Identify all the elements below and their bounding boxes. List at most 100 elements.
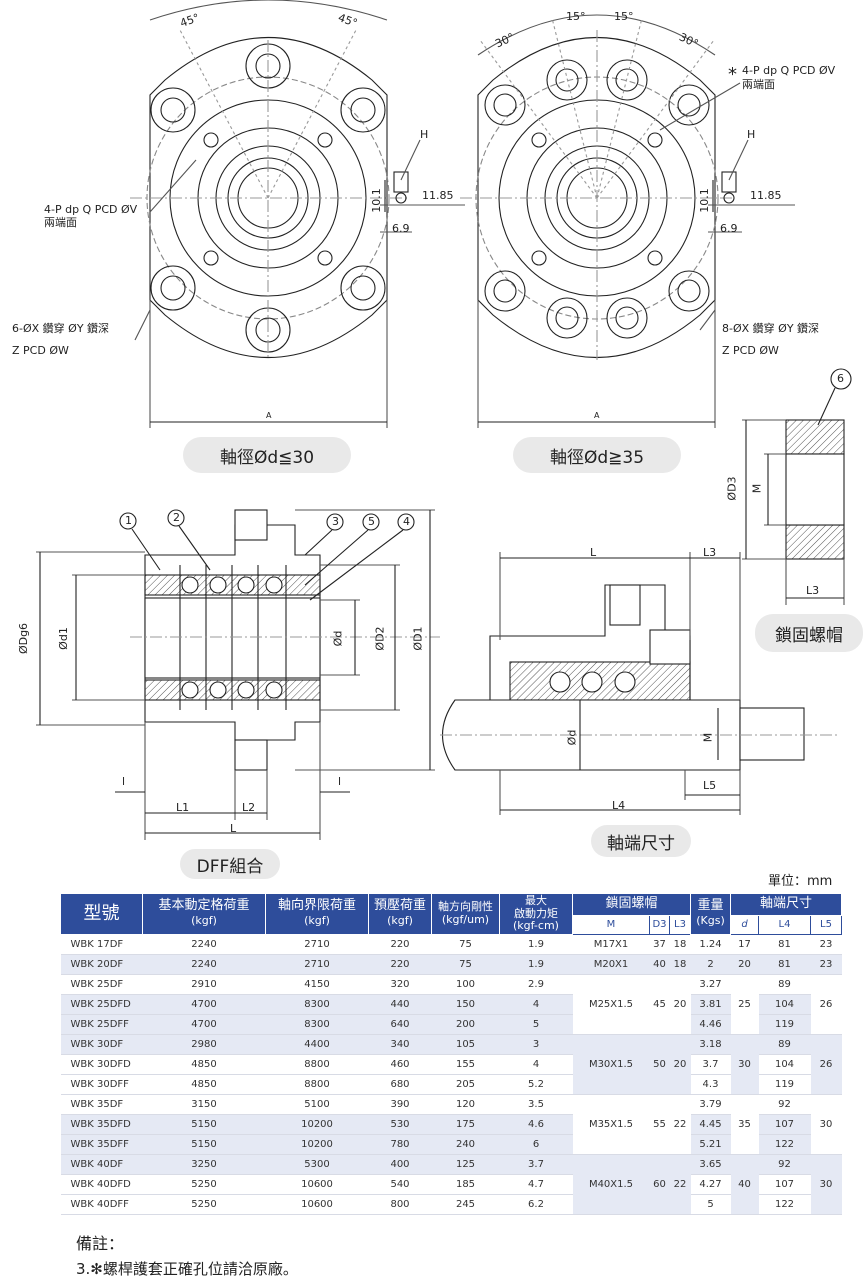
table-cell: 175 [431, 1114, 500, 1135]
callout-bolt: 6-ØX 鑽穿 ØY 鑽深 [12, 322, 110, 335]
table-cell: 18 [669, 954, 691, 975]
table-cell: 5 [690, 1194, 731, 1215]
table-cell: 122 [758, 1134, 811, 1155]
dim-6-9-r: 6.9 [720, 222, 738, 235]
table-cell: 23 [810, 954, 842, 975]
header-sub-l4: L4 [758, 915, 811, 935]
table-cell: 2980 [142, 1034, 266, 1055]
table-cell: 92 [758, 1094, 811, 1115]
table-cell: 6 [499, 1134, 573, 1155]
cell-model: WBK 35DF [60, 1094, 143, 1115]
table-cell: 400 [368, 1154, 432, 1175]
table-cell: 55 [649, 1094, 670, 1155]
table-cell: 3150 [142, 1094, 266, 1115]
table-cell: 340 [368, 1034, 432, 1055]
callout-holes-sub: 兩端面 [44, 216, 77, 229]
dim-l-right: l [338, 775, 342, 788]
dim-11-85-r: 11.85 [750, 189, 782, 202]
dim-10-1: 10.1 [369, 188, 383, 213]
notes-line-1: 3.✻螺桿護套正確孔位請洽原廠。 [76, 1260, 298, 1278]
table-cell: 30 [810, 1154, 842, 1215]
table-cell: 4 [499, 994, 573, 1015]
table-cell: 37 [649, 934, 670, 955]
caption-large-shaft: 軸徑Ød≧35 [513, 437, 681, 473]
table-cell: 20 [730, 954, 759, 975]
table-cell: 3.7 [690, 1054, 731, 1075]
dim-l: L [230, 822, 237, 835]
technical-drawings [36, 0, 852, 840]
locknut-drawing [742, 368, 852, 605]
flange-view-small [130, 0, 465, 428]
callout-holes-sub-r: 兩端面 [742, 78, 775, 91]
table-cell: 5150 [142, 1134, 266, 1155]
callout-bolt-r: 8-ØX 鑽穿 ØY 鑽深 [722, 322, 820, 335]
table-cell: 5.2 [499, 1074, 573, 1095]
table-cell: 2 [690, 954, 731, 975]
header-shaft-end: 軸端尺寸 [730, 893, 842, 916]
table-cell: 240 [431, 1134, 500, 1155]
dim-10-1-r: 10.1 [697, 188, 711, 213]
table-cell: 92 [758, 1154, 811, 1175]
shaft-l4: L4 [612, 799, 626, 812]
table-cell: 40 [730, 1154, 759, 1215]
cell-model: WBK 35DFF [60, 1134, 143, 1155]
table-cell: 3.7 [499, 1154, 573, 1175]
table-cell: 205 [431, 1074, 500, 1095]
header-sub-m: M [572, 915, 650, 935]
table-cell: 23 [810, 934, 842, 955]
table-cell: 104 [758, 1054, 811, 1075]
locknut-l3: L3 [806, 584, 820, 597]
header-sub-d: d [730, 915, 759, 935]
table-cell: 4.27 [690, 1174, 731, 1195]
table-cell: 2.9 [499, 974, 573, 995]
table-cell: 89 [758, 974, 811, 995]
table-cell: 2710 [265, 934, 369, 955]
table-cell: 155 [431, 1054, 500, 1075]
table-cell: 104 [758, 994, 811, 1015]
dim-a: A [266, 411, 272, 420]
table-cell: 4.7 [499, 1174, 573, 1195]
table-cell: 3 [499, 1034, 573, 1055]
table-cell: 100 [431, 974, 500, 995]
header-axial-limit: 軸向界限荷重(kgf) [265, 893, 369, 935]
table-cell: 8800 [265, 1074, 369, 1095]
cell-model: WBK 25DF [60, 974, 143, 995]
table-cell: 5.21 [690, 1134, 731, 1155]
table-cell: 5250 [142, 1194, 266, 1215]
table-cell: 20 [669, 1034, 691, 1095]
shaft-l3: L3 [703, 546, 717, 559]
header-sub-l5: L5 [810, 915, 842, 935]
header-model: 型號 [60, 893, 143, 935]
dim-a-r: A [594, 411, 600, 420]
table-cell: 1.9 [499, 934, 573, 955]
table-cell: 8300 [265, 1014, 369, 1035]
table-cell: 119 [758, 1074, 811, 1095]
cell-model: WBK 40DFF [60, 1194, 143, 1215]
balloon-1: 1 [125, 514, 132, 527]
table-cell: 50 [649, 1034, 670, 1095]
balloon-5: 5 [368, 515, 375, 528]
cell-model: WBK 17DF [60, 934, 143, 955]
table-cell: 4850 [142, 1054, 266, 1075]
table-cell: 800 [368, 1194, 432, 1215]
dff-assembly-drawing [36, 509, 440, 840]
callout-holes-r: 4-P dp Q PCD ØV [742, 64, 836, 77]
table-cell: 10200 [265, 1114, 369, 1135]
table-cell: 3.81 [690, 994, 731, 1015]
table-cell: 60 [649, 1154, 670, 1215]
table-cell: 8300 [265, 994, 369, 1015]
table-cell: 3250 [142, 1154, 266, 1175]
unit-label: 單位：mm [768, 874, 833, 889]
dim-d: Ød [331, 630, 345, 647]
table-cell: 460 [368, 1054, 432, 1075]
header-sub-d3: D3 [649, 915, 670, 935]
cell-model: WBK 20DF [60, 954, 143, 975]
table-cell: 107 [758, 1174, 811, 1195]
table-cell: 4150 [265, 974, 369, 995]
table-cell: 3.27 [690, 974, 731, 995]
